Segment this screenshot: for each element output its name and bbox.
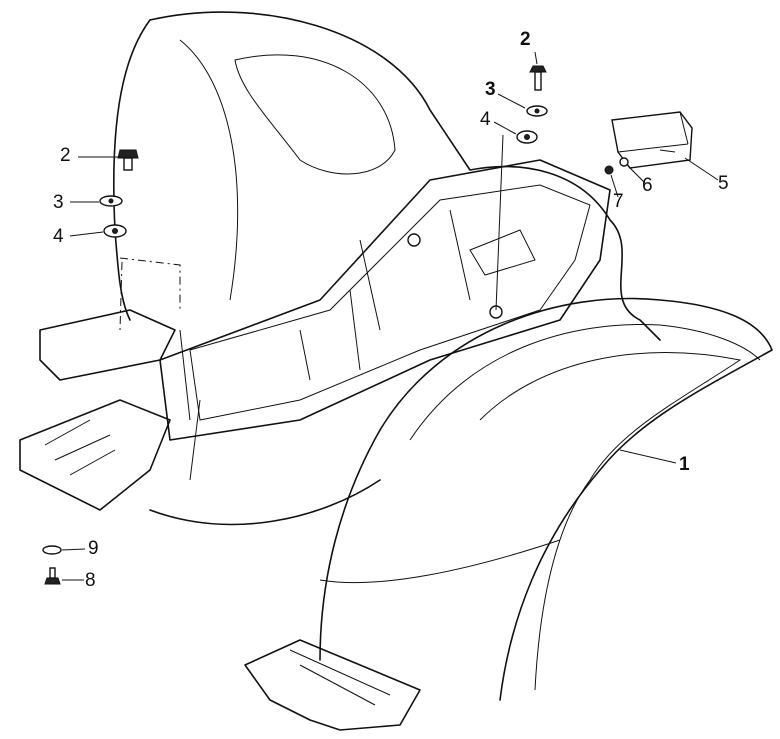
- label-reflector-nut: 7: [613, 191, 624, 212]
- label-fender: 1: [679, 454, 690, 475]
- left-bolt-icon: [117, 149, 139, 171]
- reflector-icon: [611, 111, 693, 169]
- small-washer-icon: [42, 545, 62, 555]
- label-left-washer-b: 4: [53, 226, 64, 247]
- label-left-washer-a: 3: [53, 192, 64, 213]
- right-footrest: [244, 639, 421, 731]
- reflector-washer-icon: [619, 157, 629, 167]
- left-fender-outline: [149, 11, 661, 341]
- label-top-washer-a: 3: [485, 79, 496, 100]
- label-top-washer-b: 4: [480, 109, 491, 130]
- label-left-bolt: 2: [60, 145, 71, 166]
- small-screw-icon: [44, 567, 61, 585]
- label-small-screw: 8: [85, 570, 96, 591]
- right-fender-outline: [379, 297, 773, 701]
- reflector-nut-icon: [604, 165, 614, 175]
- label-small-washer: 9: [88, 538, 99, 559]
- left-footrest: [19, 399, 171, 511]
- tail-tray: [159, 159, 611, 441]
- label-reflector-washer: 6: [642, 175, 653, 196]
- label-top-bolt: 2: [520, 29, 531, 50]
- top-bolt-icon: [529, 65, 547, 91]
- label-reflector: 5: [718, 173, 729, 194]
